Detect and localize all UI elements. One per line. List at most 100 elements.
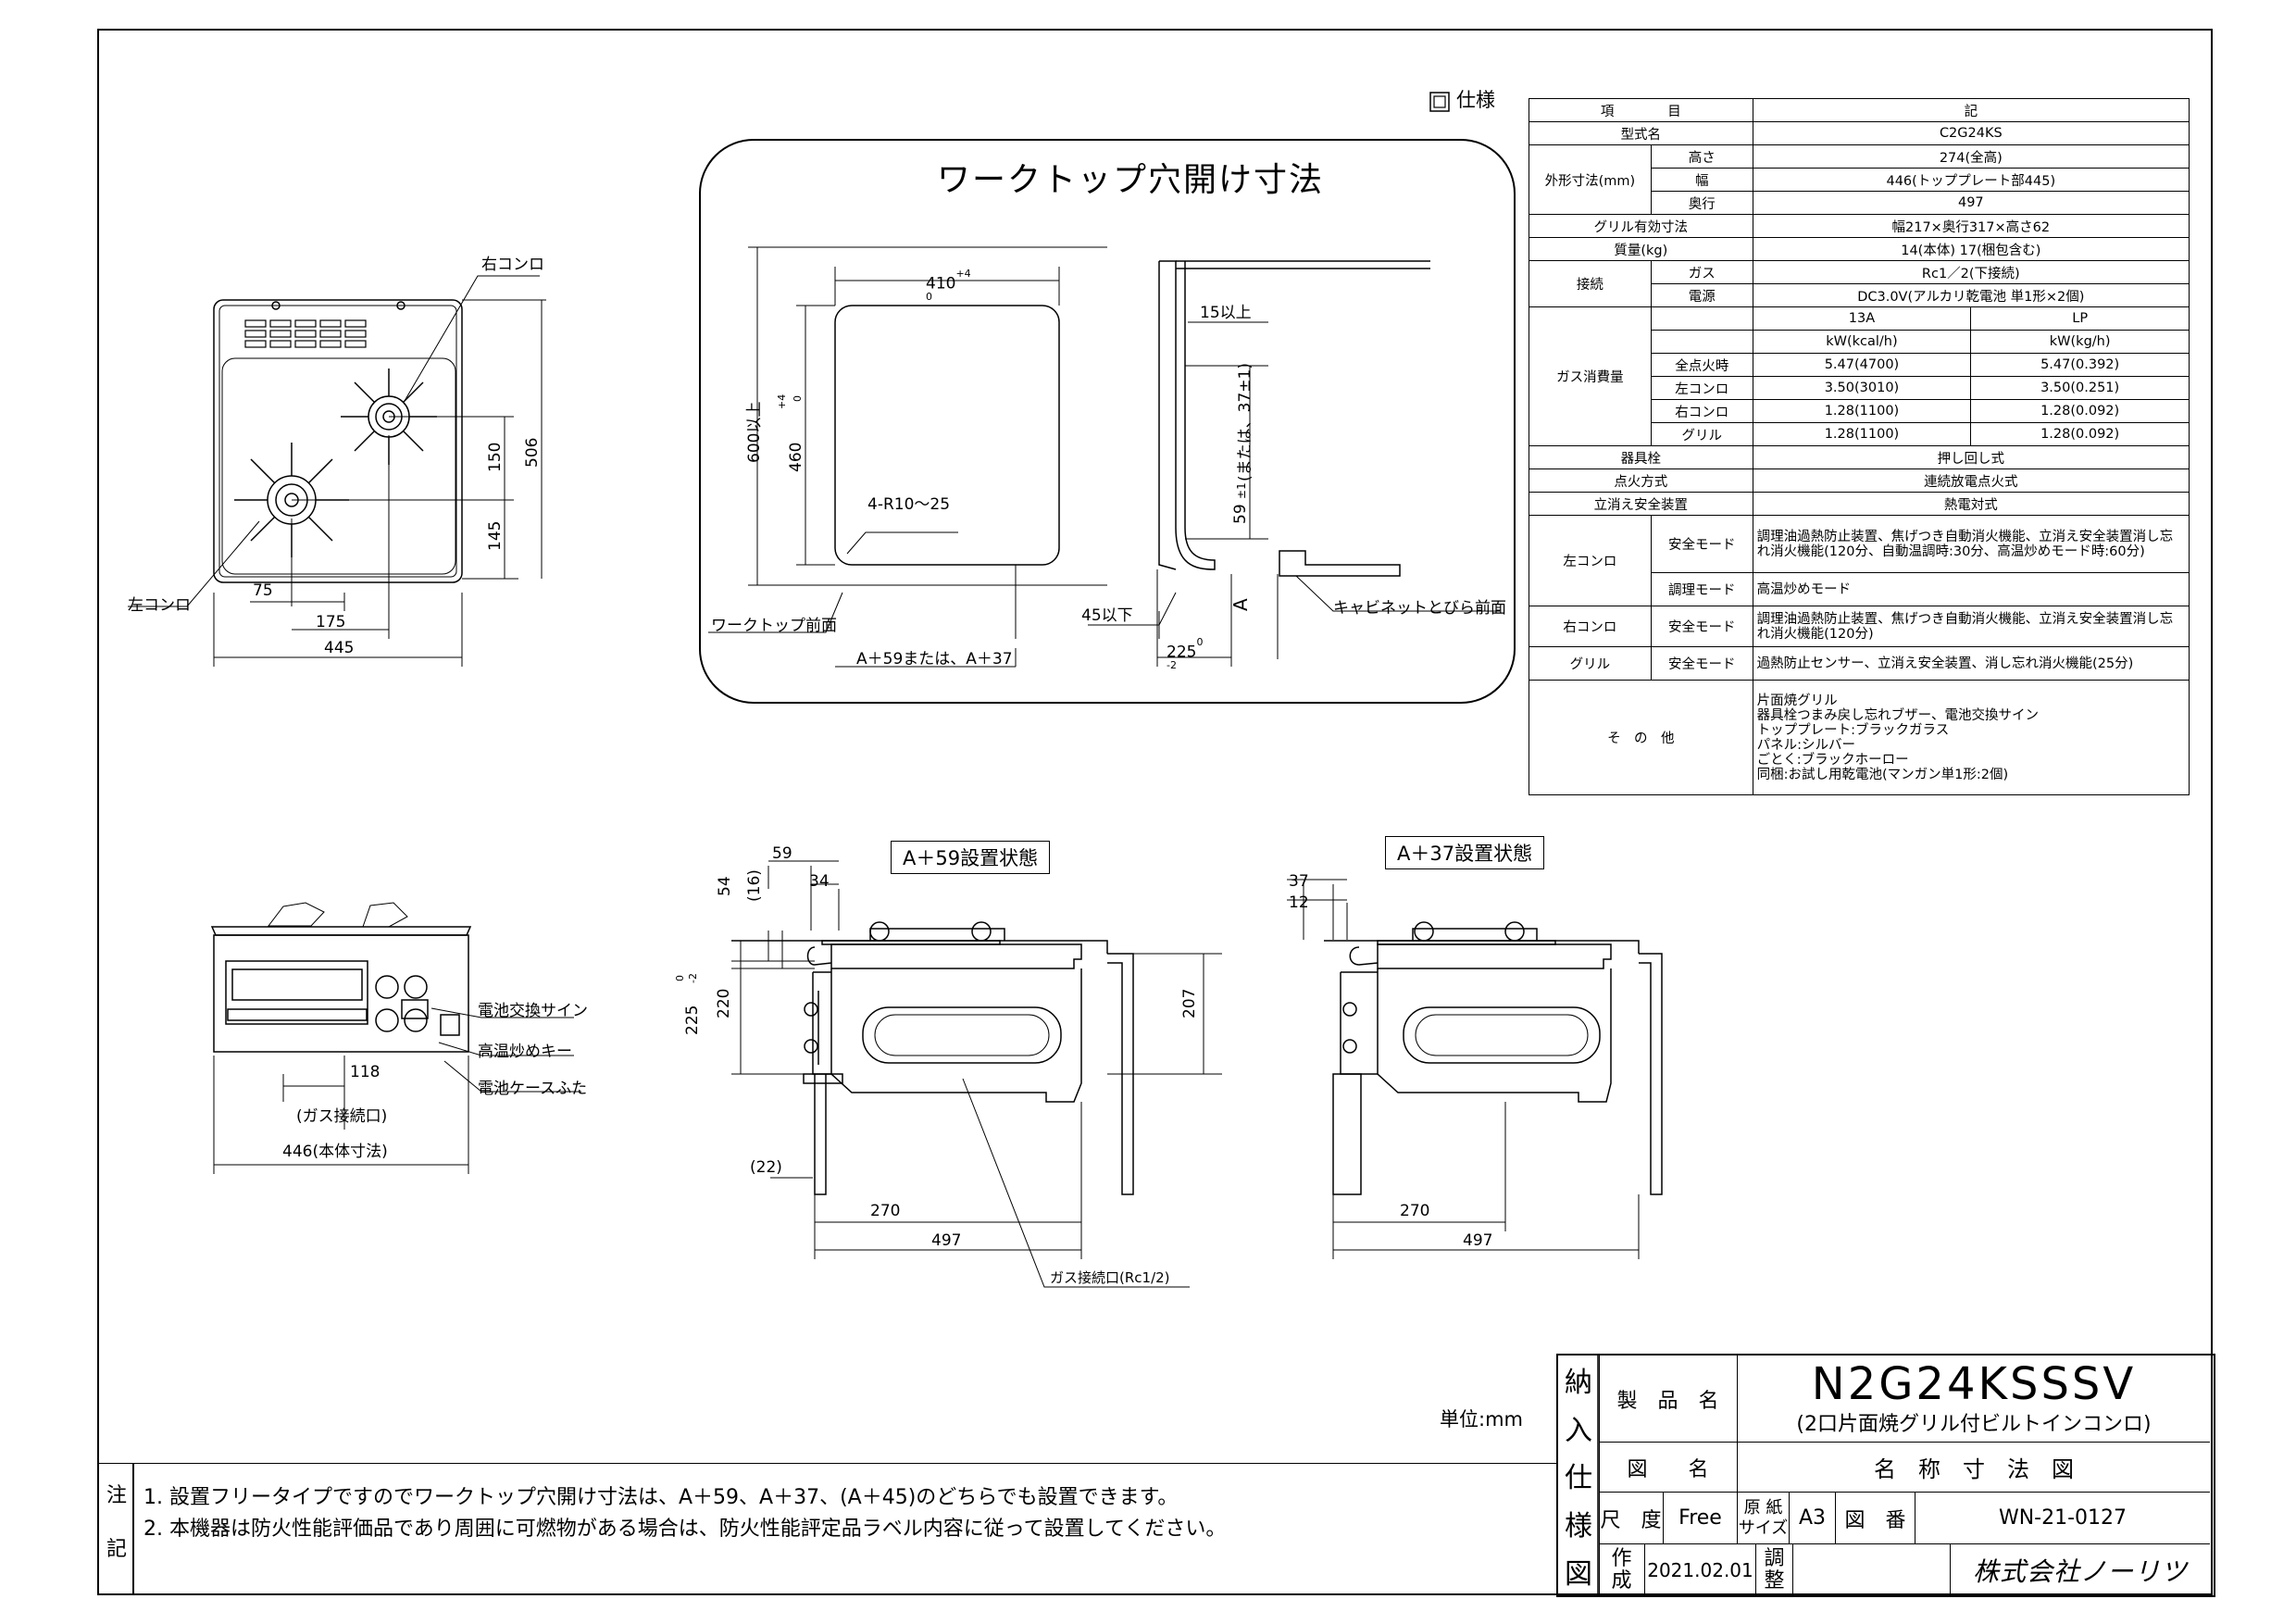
- spec-outer-label: 外形寸法(mm): [1529, 144, 1652, 215]
- scale-label: 尺 度: [1599, 1493, 1664, 1544]
- a59-dim-225: 225: [683, 1005, 702, 1035]
- cabinet-front-label: キャビネットとびら前面: [1333, 599, 1506, 618]
- dim-118: 118: [350, 1063, 381, 1081]
- spec-grill-safety-value: 過熱防止センサー、立消え安全装置、消し忘れ消火機能(25分): [1752, 646, 2190, 681]
- section-bottom-label: 45以下: [1081, 606, 1133, 625]
- a59-dim-220: 220: [715, 988, 733, 1018]
- dim-445: 445: [324, 639, 355, 657]
- spec-flame-label: 立消え安全装置: [1529, 492, 1753, 516]
- a59-dim-34: 34: [809, 872, 830, 891]
- spec-right-safety-value: 調理油過熱防止装置、焦げつき自動消火機能、立消え安全装置消し忘れ消火機能(120…: [1752, 606, 2190, 647]
- created-label: 作成: [1599, 1544, 1645, 1595]
- drawing-label: 図 名: [1599, 1443, 1738, 1493]
- high-temp-key-label: 高温炒めキー: [478, 1043, 572, 1061]
- cutout-title: ワークトップ穴開け寸法: [937, 161, 1325, 199]
- front-offset-label: A＋59または、A＋37: [856, 650, 1013, 668]
- worktop-front-label: ワークトップ前面: [711, 617, 837, 635]
- a59-dim-270: 270: [870, 1202, 901, 1220]
- spec-right-label: 右コンロ: [1529, 606, 1652, 647]
- section-a-label: A: [1229, 598, 1252, 611]
- adjust-value: [1793, 1544, 1951, 1595]
- a37-dim-497: 497: [1463, 1231, 1493, 1250]
- corner-radius-label: 4-R10～25: [867, 495, 951, 514]
- a59-title: A＋59設置状態: [891, 841, 1051, 874]
- spec-power-label: 電源: [1650, 283, 1753, 307]
- dim-506: 506: [523, 437, 542, 468]
- a59-dim-497: 497: [931, 1231, 962, 1250]
- spec-model-label: 型式名: [1529, 121, 1753, 145]
- spec-left-safety-value: 調理油過熱防止装置、焦げつき自動消火機能、立消え安全装置消し忘れ消火機能(120…: [1752, 515, 2190, 573]
- paper-label: 原 紙サイズ: [1738, 1493, 1790, 1544]
- spec-marker-icon: [1429, 92, 1450, 112]
- drawing-name: 名 称 寸 法 図: [1738, 1443, 2210, 1493]
- spec-grill-value: 幅217×奥行317×高さ62: [1752, 214, 2190, 238]
- notes-tag-2: 記: [106, 1538, 128, 1561]
- adjust-label: 調整: [1756, 1544, 1793, 1595]
- a59-dim-225-tol-lower: -2: [687, 973, 699, 983]
- gas-port-label: (ガス接続口): [296, 1107, 388, 1126]
- title-block: 納 入 仕 様 図 製 品 名 N2G24KSSSV (2口片面焼グリル付ビルト…: [1556, 1354, 2215, 1597]
- spec-height-value: 274(全高): [1752, 144, 2190, 169]
- spec-depth-value: 497: [1752, 191, 2190, 215]
- battery-cover-label: 電池ケースふた: [478, 1080, 588, 1098]
- title-block-vertical: 納 入 仕 様 図: [1558, 1355, 1600, 1595]
- a59-dim-225-tol-upper: 0: [674, 975, 686, 981]
- notes-tag-1: 注: [106, 1484, 128, 1507]
- product-label: 製 品 名: [1599, 1355, 1738, 1443]
- spec-grill-label: グリル有効寸法: [1529, 214, 1753, 238]
- a37-title: A＋37設置状態: [1385, 836, 1545, 869]
- spec-height-label: 高さ: [1650, 144, 1753, 169]
- spec-left-safety-label: 安全モード: [1650, 515, 1753, 573]
- spec-left-label: 左コンロ: [1529, 515, 1652, 606]
- spec-grill-row-label: グリル: [1529, 646, 1652, 681]
- a59-dim-59: 59: [772, 844, 792, 863]
- sheet-frame: [97, 29, 2213, 1595]
- cutout-dim-depth-tol-lower: 0: [792, 395, 804, 402]
- a37-dim-37: 37: [1289, 872, 1309, 891]
- created-value: 2021.02.01: [1645, 1544, 1756, 1595]
- a37-dim-12: 12: [1289, 893, 1309, 912]
- spec-model-value: C2G24KS: [1752, 121, 2190, 145]
- spec-valve-value: 押し回し式: [1752, 445, 2190, 469]
- spec-width-value: 446(トッププレート部445): [1752, 168, 2190, 192]
- left-burner-label: 左コンロ: [128, 596, 191, 615]
- right-burner-label: 右コンロ: [481, 256, 544, 274]
- cutout-box: [699, 139, 1516, 704]
- side-view-a59: [731, 860, 1222, 1288]
- dim-175: 175: [316, 613, 346, 631]
- spec-width-label: 幅: [1650, 168, 1753, 192]
- cutout-dim-min: 600以上: [745, 401, 764, 463]
- spec-flame-value: 熱電対式: [1752, 492, 2190, 516]
- spec-power-value: DC3.0V(アルカリ乾電池 単1形×2個): [1752, 283, 2190, 307]
- spec-grill-safety-label: 安全モード: [1650, 646, 1753, 681]
- a37-dim-270: 270: [1400, 1202, 1430, 1220]
- spec-header-item: 項 目: [1529, 98, 1753, 122]
- note-line-2: 2. 本機器は防火性能評価品であり周囲に可燃物がある場合は、防火性能評定品ラベル…: [144, 1518, 1227, 1541]
- spec-header-note: 記: [1752, 98, 2190, 122]
- spec-unit-13a: kW(kcal/h): [1752, 330, 1972, 354]
- a59-dim-16: (16): [745, 869, 764, 902]
- note-line-1: 1. 設置フリータイプですのでワークトップ穴開け寸法は、A＋59、A＋37、(A…: [144, 1486, 1179, 1509]
- number-value: WN-21-0127: [1915, 1493, 2210, 1544]
- notes-box: 注 記 1. 設置フリータイプですのでワークトップ穴開け寸法は、A＋59、A＋3…: [98, 1463, 1558, 1595]
- section-depth-label: 2250-2: [1167, 636, 1204, 671]
- number-label: 図 番: [1836, 1493, 1915, 1544]
- spec-unit-lp: kW(kg/h): [1970, 330, 2190, 354]
- dim-75: 75: [253, 581, 273, 600]
- company-name: 株式会社ノーリツ: [1972, 1555, 2188, 1587]
- spec-other-label: そ の 他: [1529, 680, 1753, 795]
- product-desc: (2口片面焼グリル付ビルトインコンロ): [1796, 1412, 2152, 1436]
- body-width-label: 446(本体寸法): [282, 1143, 388, 1161]
- dim-145: 145: [486, 520, 505, 551]
- side-view-a37: [1287, 879, 1663, 1259]
- product-code: N2G24KSSSV: [1811, 1357, 2137, 1410]
- paper-value: A3: [1790, 1493, 1836, 1544]
- spec-cons-label: ガス消費量: [1529, 306, 1652, 446]
- a59-dim-54: 54: [716, 876, 734, 896]
